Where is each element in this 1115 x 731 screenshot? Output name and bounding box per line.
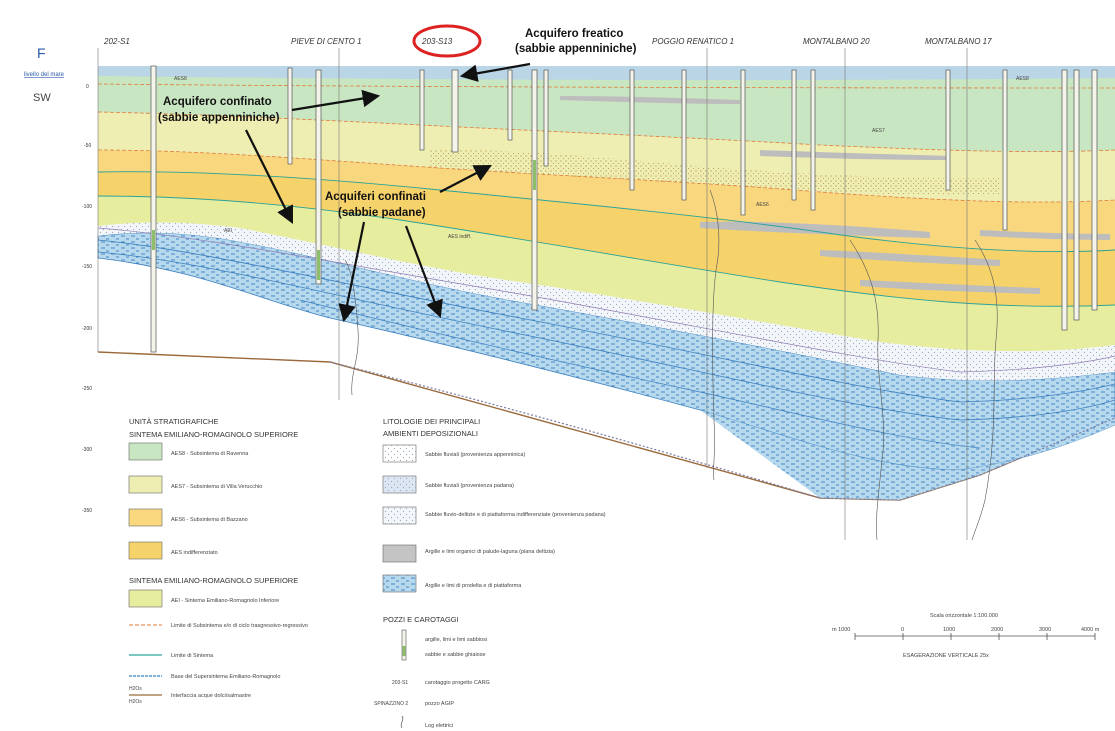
legend-item: AES6 - Subsintema di Bazzano [171, 517, 248, 523]
legend-item: Sabbie fluviali (provenienza appenninica… [425, 452, 525, 458]
legend-line-code: H2Os [129, 686, 142, 692]
legend-item: carotaggio progetto CARG [425, 680, 490, 686]
legend-item: sabbie e sabbie ghiaiose [425, 652, 486, 658]
depth-tick: -100 [82, 204, 92, 210]
legend-line-item: Interfaccia acque dolci/salmastre [171, 693, 251, 699]
legend-stratigraphy: UNITÀ STRATIGRAFICHE SINTEMA EMILIANO-RO… [128, 417, 308, 705]
callout-arrows [245, 62, 531, 323]
scale-tick: 1000 [943, 627, 955, 633]
depth-tick: -150 [82, 264, 92, 270]
legend-line-item: Base del Supersintema Emiliano-Romagnolo [171, 674, 280, 680]
well-guide-lines [338, 48, 968, 540]
depth-tick: -250 [82, 386, 92, 392]
sea-level-link[interactable]: livello del mare [24, 72, 65, 78]
legend-item: AES8 - Subsintema di Ravenna [171, 451, 249, 457]
scale-bar: Scala orizzontale 1:100.000 m 1000 0 100… [832, 613, 1100, 659]
prodelta-clay-lower [700, 410, 1115, 500]
legend-line-code: H2Os [129, 699, 142, 705]
scale-vertical: ESAGERAZIONE VERTICALE 25x [903, 653, 989, 659]
legend-item: argille, limi e limi sabbiosi [425, 637, 487, 643]
unit-label: AES6 [756, 202, 769, 208]
legend-item: AES7 - Subsintema di Villa Verucchio [171, 484, 262, 490]
depth-tick: -200 [82, 326, 92, 332]
legend-subtitle: SINTEMA EMILIANO-ROMAGNOLO SUPERIORE [129, 576, 298, 585]
electric-logs [344, 189, 998, 541]
callout-labels: Acquifero freatico (sabbie appenniniche)… [158, 28, 637, 219]
well-name: MONTALBANO 20 [803, 37, 870, 46]
section-letter: F [37, 45, 46, 61]
unit-labels: AES8 AES8 AES7 AES6 AES indiff. AEI [174, 76, 1029, 240]
prodelta-clay-layer [97, 232, 1115, 471]
well-name: MONTALBANO 17 [925, 37, 992, 46]
legend-item: pozzo AGIP [425, 701, 454, 707]
unit-label: AES7 [872, 128, 885, 134]
callout-confined-padane-sub: (sabbie padane) [338, 207, 426, 219]
legend-item: Sabbie fluvio-deltizie e di piattaforma … [425, 512, 606, 518]
unit-label: AES indiff. [448, 234, 471, 240]
legend-well-code: SPINAZZINO 2 [374, 701, 408, 707]
aei-layer [98, 196, 1115, 352]
legend-lithology: LITOLOGIE DEI PRINCIPALI AMBIENTI DEPOSI… [374, 417, 606, 729]
scale-tick: 3000 [1039, 627, 1051, 633]
well-names: 202-S1 PIEVE DI CENTO 1 203-S13 POGGIO R… [103, 37, 992, 46]
legend-item: AES indifferenziato [171, 550, 218, 556]
callout-phreatic: Acquifero freatico [525, 28, 623, 40]
depth-axis: 0 -50 -100 -150 -200 -250 -300 -350 [82, 48, 99, 514]
aes6-layer [98, 150, 1115, 252]
well-name: POGGIO RENATICO 1 [652, 37, 734, 46]
legend-title: LITOLOGIE DEI PRINCIPALI [383, 417, 480, 426]
geology-layers [97, 66, 1115, 501]
unit-label: AES8 [174, 76, 187, 82]
well-name: 202-S1 [103, 37, 130, 46]
aes-indiff-layer [98, 171, 1115, 307]
well-name: PIEVE DI CENTO 1 [291, 37, 362, 46]
legend-item: Argille e limi organici di palude-laguna… [425, 549, 555, 555]
legend-title: UNITÀ STRATIGRAFICHE [129, 417, 218, 426]
legend-item: Sabbie fluviali (provenienza padana) [425, 483, 514, 489]
callout-confined-sub: (sabbie appenniniche) [158, 112, 280, 124]
unit-label: AEI [224, 228, 232, 234]
callout-confined: Acquifero confinato [163, 96, 272, 108]
unit-label: AES8 [1016, 76, 1029, 82]
scale-tick: 2000 [991, 627, 1003, 633]
legend-title: AMBIENTI DEPOSIZIONALI [383, 429, 478, 438]
callout-confined-padane: Acquiferi confinati [325, 191, 426, 203]
legend-well-code: 203-S1 [392, 680, 408, 686]
callout-phreatic-sub: (sabbie appenniniche) [515, 43, 637, 55]
legend-line-item: Limite di Subsintema e/o di ciclo trasgr… [171, 623, 308, 629]
scale-tick: 4000 m [1081, 627, 1100, 633]
legend-subtitle: SINTEMA EMILIANO-ROMAGNOLO SUPERIORE [129, 430, 298, 439]
direction-label: SW [33, 92, 51, 104]
legend-item: Argille e limi di prodelta e di piattafo… [425, 583, 522, 589]
scale-tick: m 1000 [832, 627, 850, 633]
depth-tick: -300 [82, 447, 92, 453]
legend-title: POZZI E CAROTAGGI [383, 615, 459, 624]
well-name: 203-S13 [421, 37, 453, 46]
scale-tick: 0 [901, 627, 904, 633]
depth-tick: 0 [86, 84, 89, 90]
legend-item: AEI - Sintema Emiliano-Romagnolo Inferio… [171, 598, 279, 604]
depth-tick: -350 [82, 508, 92, 514]
scale-label: Scala orizzontale 1:100.000 [930, 613, 998, 619]
aes8-layer [98, 66, 1115, 152]
depth-tick: -50 [84, 143, 91, 149]
legend-line-item: Limite di Sintema [171, 653, 214, 659]
legend-item: Log elettrici [425, 723, 453, 729]
highlight-ellipse [412, 24, 482, 58]
well-columns [150, 65, 1098, 353]
